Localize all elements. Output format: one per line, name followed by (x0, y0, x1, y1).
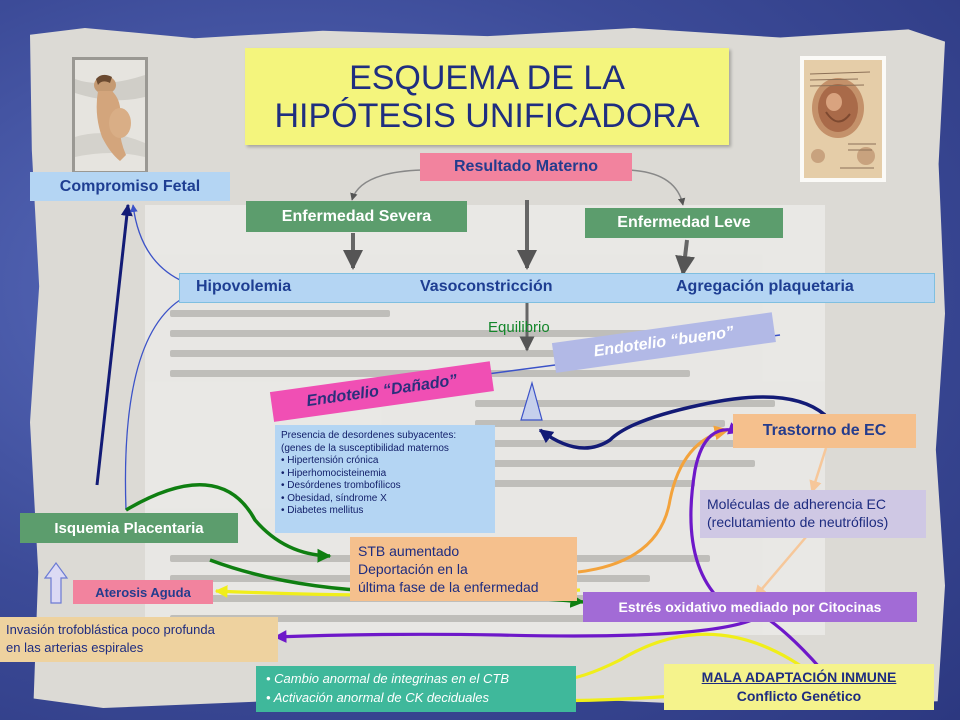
conflicto-genetico-label: Conflicto Genético (736, 688, 862, 704)
invasion-line-1: Invasión trofoblástica poco profunda (6, 622, 215, 637)
list-item: • Cambio anormal de integrinas en el CTB (266, 671, 510, 686)
enfermedad-leve-label: Enfermedad Leve (617, 214, 751, 231)
list-item: • Hiperhomocisteinemia (281, 467, 387, 479)
estres-oxidativo-label: Estrés oxidativo mediado por Citocinas (618, 599, 882, 615)
trastorno-ec-label: Trastorno de EC (762, 422, 887, 439)
enfermedad-severa-box: Enfermedad Severa (246, 201, 467, 232)
list-item: • Diabetes mellitus (281, 505, 364, 516)
resultado-materno-label: Resultado Materno (453, 158, 598, 175)
stb-aumentado-box: STB aumentado Deportación en la última f… (350, 537, 577, 601)
aterosis-aguda-box: Aterosis Aguda (73, 580, 213, 604)
isquemia-placentaria-label: Isquemia Placentaria (54, 519, 204, 537)
presencia-list: • Hipertensión crónica • Hiperhomocistei… (281, 455, 489, 518)
vasoconstriccion-label: Vasoconstricción (420, 278, 553, 295)
agregacion-plaquetaria-label: Agregación plaquetaria (676, 278, 854, 295)
integrinas-box: • Cambio anormal de integrinas en el CTB… (256, 666, 576, 712)
title-line-1: ESQUEMA DE LA (349, 58, 625, 97)
presencia-desordenes-box: Presencia de desordenes subyacentes: (ge… (275, 425, 495, 533)
invasion-line-2: en las arterias espirales (6, 640, 144, 655)
mala-adaptacion-label: MALA ADAPTACIÓN INMUNE (701, 669, 897, 685)
enfermedad-leve-box: Enfermedad Leve (585, 208, 783, 238)
list-item: • Hipertensión crónica (281, 455, 379, 466)
presencia-heading-1: Presencia de desordenes subyacentes: (281, 430, 457, 441)
trastorno-ec-box: Trastorno de EC (733, 414, 916, 448)
list-item: • Obesidad, síndrome X (281, 492, 387, 504)
presencia-heading-2: (genes de la susceptibilidad maternos (281, 442, 449, 454)
moleculas-adherencia-box: Moléculas de adherencia EC (reclutamient… (700, 490, 926, 538)
stb-line-2: Deportación en la (358, 561, 468, 577)
hipovolemia-label: Hipovolemia (196, 278, 292, 295)
pregnant-woman-photo (72, 57, 148, 174)
isquemia-placentaria-box: Isquemia Placentaria (20, 513, 238, 543)
invasion-trofoblastica-box: Invasión trofoblástica poco profunda en … (0, 617, 278, 662)
list-item: • Desórdenes trombofílicos (281, 480, 401, 491)
hemodynamic-row (179, 273, 935, 303)
compromiso-fetal-box: Compromiso Fetal (30, 172, 230, 201)
stb-line-3: última fase de la enfermedad (358, 579, 539, 595)
compromiso-fetal-label: Compromiso Fetal (59, 177, 201, 195)
enfermedad-severa-label: Enfermedad Severa (281, 207, 432, 225)
estres-oxidativo-box: Estrés oxidativo mediado por Citocinas (583, 592, 917, 622)
page-title: ESQUEMA DE LA HIPÓTESIS UNIFICADORA (245, 48, 729, 145)
fetus-sketch-image (800, 56, 886, 182)
mala-adaptacion-box: MALA ADAPTACIÓN INMUNE Conflicto Genétic… (664, 664, 934, 710)
moleculas-line-1: Moléculas de adherencia EC (707, 496, 886, 512)
title-line-2: HIPÓTESIS UNIFICADORA (274, 96, 700, 135)
list-item: • Activación anormal de CK deciduales (266, 690, 490, 705)
equilibrio-label: Equilibrio (488, 319, 550, 336)
aterosis-aguda-label: Aterosis Aguda (95, 584, 191, 600)
stb-line-1: STB aumentado (358, 543, 460, 559)
resultado-materno-box: Resultado Materno (420, 153, 632, 181)
moleculas-line-2: (reclutamiento de neutrófilos) (707, 514, 889, 530)
